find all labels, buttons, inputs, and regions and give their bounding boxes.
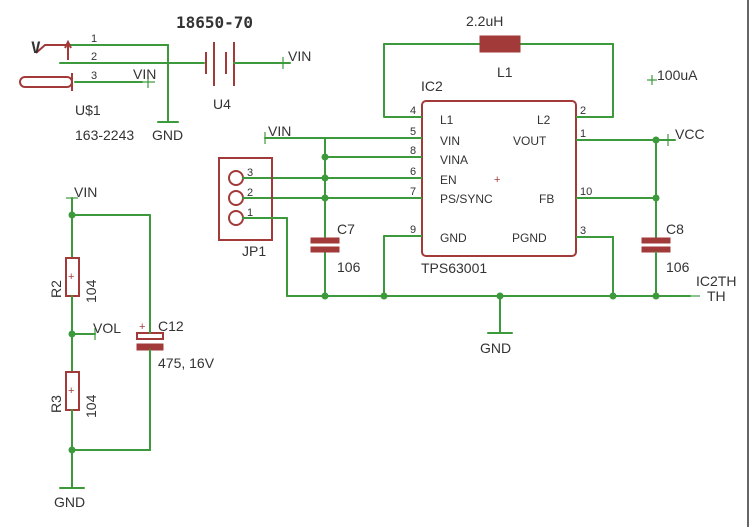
ic-value: TPS63001 <box>421 260 487 276</box>
net-gnd-rail: GND IC2TH TH <box>286 235 736 356</box>
capacitor-c8: C8 106 <box>641 221 690 297</box>
switch-gnd-label: GND <box>152 127 183 143</box>
net-vin-ic: VIN <box>264 123 401 238</box>
ic-pin-num-9: 9 <box>410 224 416 236</box>
inductor-name: L1 <box>497 64 513 80</box>
divider-gnd-label: GND <box>54 494 85 510</box>
net-vin-ic-label: VIN <box>268 123 291 139</box>
ic-pin-label-l1: L1 <box>440 113 454 127</box>
c8-name: C8 <box>666 221 684 237</box>
r3-name: R3 <box>48 395 64 413</box>
c7-name: C7 <box>337 221 355 237</box>
c8-value: 106 <box>666 259 690 275</box>
ic-pin-label-vout: VOUT <box>513 134 547 148</box>
ic-pin-label-vin: VIN <box>440 134 460 148</box>
ic-tps63001: IC2 TPS63001 + 4 5 8 6 7 9 L1 VIN VINA E… <box>384 78 613 276</box>
ic-pin-num-5: 5 <box>410 126 416 138</box>
net-th-label: TH <box>707 288 726 304</box>
inductor-l1: 2.2uH L1 <box>383 13 614 118</box>
ic-pin-num-10: 10 <box>580 186 592 198</box>
switch-value: 163-2243 <box>75 127 134 143</box>
switch-vin-label: VIN <box>133 66 156 82</box>
capacitor-c7: C7 106 <box>310 221 361 297</box>
ic-pin-label-en: EN <box>440 173 457 187</box>
switch-pin-1: 1 <box>91 33 97 45</box>
battery-u4: 18650-70 U4 VIN <box>176 13 311 112</box>
ic-name: IC2 <box>421 78 443 94</box>
ic-pin-label-pgnd: PGND <box>512 231 547 245</box>
svg-text:+: + <box>68 385 74 397</box>
r3-value: 104 <box>83 394 99 418</box>
battery-value: 18650-70 <box>176 13 253 32</box>
svg-text:+: + <box>68 271 74 283</box>
inductor-value: 2.2uH <box>466 13 503 29</box>
net-vcc: VCC <box>599 126 705 239</box>
ic-pin-num-4: 4 <box>410 105 416 117</box>
ic-pin-num-8: 8 <box>410 145 416 157</box>
battery-name: U4 <box>213 96 231 112</box>
switch-u1: V 1 2 3 VIN U$1 163-2243 GND <box>19 33 205 143</box>
jumper-name: JP1 <box>242 243 266 259</box>
switch-pin-3: 3 <box>91 70 97 82</box>
ic-pin-label-l2: L2 <box>537 113 551 127</box>
ic-pin-label-gnd: GND <box>440 231 467 245</box>
ic-pin-label-ps-sync: PS/SYNC <box>440 192 493 206</box>
ic-pin-label-vina: VINA <box>440 153 468 167</box>
battery-vin-label: VIN <box>288 48 311 64</box>
ic-pin-num-2: 2 <box>580 105 586 117</box>
voltage-divider: VIN + R2 104 VOL + R3 104 GND + C12 475,… <box>48 184 215 510</box>
ic-pin-num-1: 1 <box>580 128 586 140</box>
jumper-pin-1: 1 <box>247 207 253 219</box>
svg-text:+: + <box>139 321 145 333</box>
ic-pin-num-6: 6 <box>410 166 416 178</box>
note-100ua: 100uA <box>657 67 698 83</box>
jumper-jp1: 3 2 1 JP1 <box>218 157 288 297</box>
net-vcc-label: VCC <box>675 126 705 142</box>
ic-pin-num-3: 3 <box>580 225 586 237</box>
c12-name: C12 <box>158 318 184 334</box>
jumper-pin-2: 2 <box>247 187 253 199</box>
divider-vol-label: VOL <box>93 320 121 336</box>
net-gnd-main-label: GND <box>480 340 511 356</box>
net-ic2th-label: IC2TH <box>696 273 736 289</box>
ic-pin-num-7: 7 <box>410 186 416 198</box>
r2-value: 104 <box>83 279 99 303</box>
ic-plus-marker: + <box>494 174 500 186</box>
r2-name: R2 <box>48 280 64 298</box>
c12-value: 475, 16V <box>158 355 215 371</box>
switch-name: U$1 <box>75 102 101 118</box>
jumper-pin-3: 3 <box>247 167 253 179</box>
divider-vin-label: VIN <box>74 184 97 200</box>
switch-pin-2: 2 <box>91 51 97 63</box>
switch-pin-v-label: V <box>31 38 41 57</box>
c7-value: 106 <box>337 259 361 275</box>
ic-pin-label-fb: FB <box>539 192 554 206</box>
